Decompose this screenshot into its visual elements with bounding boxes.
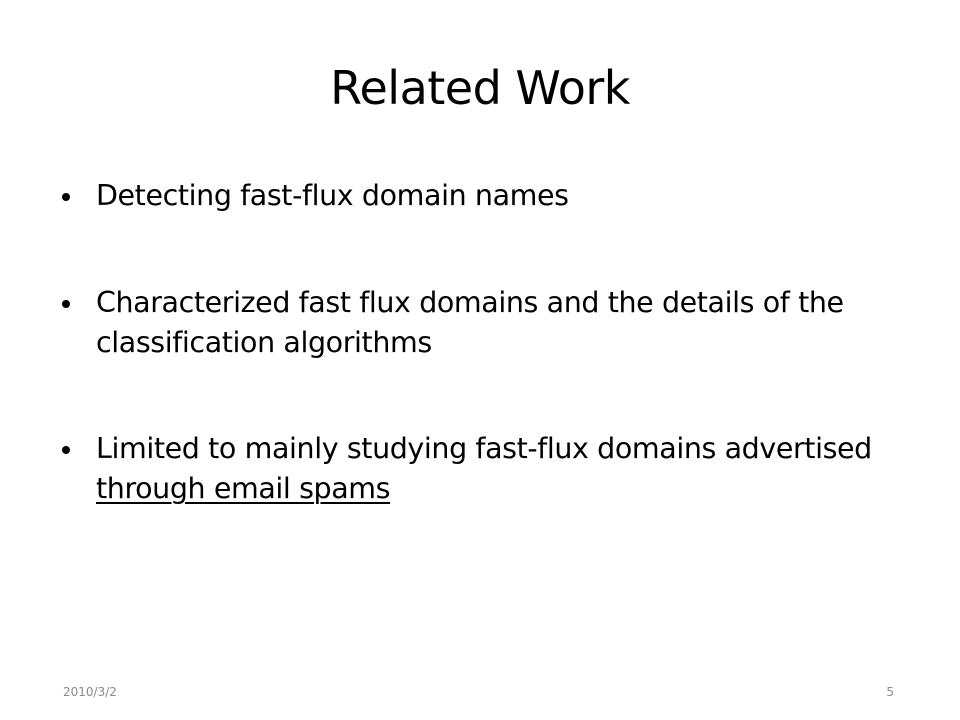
bullet-item: Detecting fast-flux domain names [62, 176, 922, 216]
bullet-dot-icon [62, 446, 70, 454]
bullet-list: Detecting fast-flux domain names Charact… [62, 176, 922, 576]
bullet-text: Detecting fast-flux domain names [96, 179, 569, 212]
bullet-dot-icon [62, 193, 70, 201]
bullet-text: Characterized fast flux domains and the … [96, 286, 844, 359]
bullet-dot-icon [62, 300, 70, 308]
bullet-text: Limited to mainly studying fast-flux dom… [96, 432, 872, 465]
footer-page-number: 5 [886, 685, 894, 699]
bullet-underlined-text: through email spams [96, 472, 391, 505]
footer-date: 2010/3/2 [63, 685, 117, 699]
slide-title: Related Work [330, 61, 630, 115]
bullet-item: Limited to mainly studying fast-flux dom… [62, 429, 922, 509]
bullet-item: Characterized fast flux domains and the … [62, 283, 922, 363]
